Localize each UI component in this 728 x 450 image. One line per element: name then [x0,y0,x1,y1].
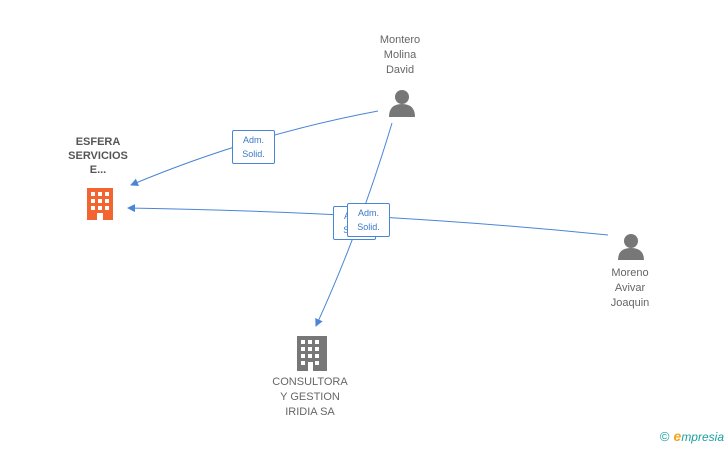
person-label-montero[interactable]: Montero Molina David [360,33,440,78]
edge-label-line: Solid. [357,222,380,232]
building-icon-esfera[interactable] [87,188,113,220]
label-line: Y GESTION [280,391,340,403]
label-line: Joaquin [610,297,650,309]
label-line: Avivar [614,282,646,294]
label-line: Moreno [611,267,649,279]
label-line: IRIDIA SA [285,406,335,418]
label-line: Molina [383,49,417,61]
label-line: SERVICIOS [68,150,128,162]
person-icon-moreno[interactable] [618,234,644,260]
brand-e-letter: e [673,428,682,444]
person-icon-montero[interactable] [389,90,415,117]
label-line: Montero [379,34,421,46]
edge-label-montero-esfera[interactable]: Adm. Solid. [232,130,275,164]
brand-name: mpresia [681,430,724,444]
label-line: CONSULTORA [272,376,348,388]
label-line: David [385,64,415,76]
building-icon-consultora[interactable] [297,336,327,371]
edge-label-line: Adm. [242,135,264,145]
edge-label-moreno-esfera[interactable]: Adm. Solid. [347,203,390,237]
company-label-esfera[interactable]: ESFERA SERVICIOS E... [58,135,138,177]
label-line: E... [89,164,107,176]
edge-label-line: Solid. [242,149,265,159]
copyright-symbol: © [659,429,670,444]
label-line: ESFERA [75,136,121,148]
empresia-brand: ©empresia [660,428,724,444]
person-label-moreno[interactable]: Moreno Avivar Joaquin [590,266,670,311]
edge-label-line: Adm. [357,208,379,218]
company-label-consultora[interactable]: CONSULTORA Y GESTION IRIDIA SA [260,375,360,420]
